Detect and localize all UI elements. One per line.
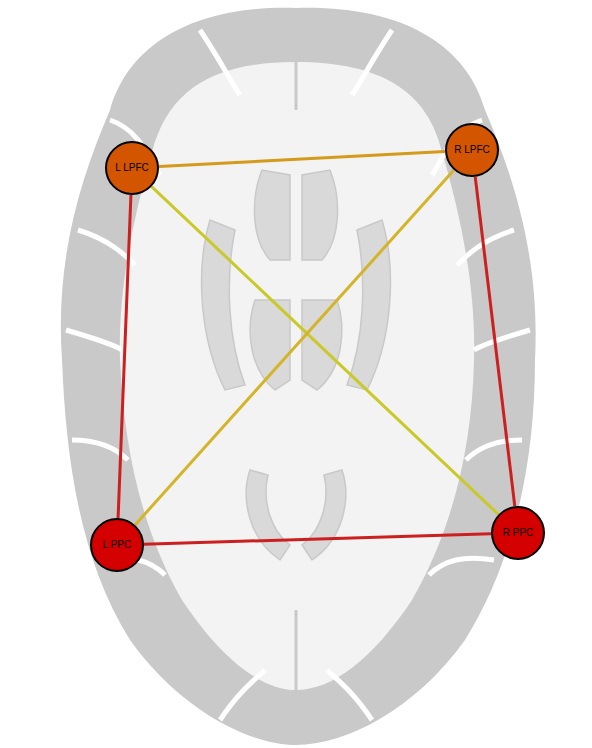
sulci <box>66 30 530 720</box>
white-matter <box>120 62 474 690</box>
region-node: R LPFC <box>445 123 499 177</box>
connectivity-edge <box>152 187 499 515</box>
connectivity-edge <box>135 170 454 525</box>
region-node: L LPFC <box>105 141 159 195</box>
connectivity-edge <box>118 195 131 518</box>
region-label: L PPC <box>103 540 132 550</box>
region-node: L PPC <box>90 518 144 572</box>
region-label: L LPFC <box>115 163 149 173</box>
region-node: R PPC <box>491 506 545 560</box>
cortex <box>61 8 536 745</box>
region-label: R LPFC <box>454 145 490 155</box>
region-label: R PPC <box>503 528 534 538</box>
connectivity-edge <box>144 534 491 544</box>
midline <box>295 8 298 745</box>
connectivity-edge <box>475 177 515 506</box>
connectivity-edge <box>159 151 445 166</box>
deep-structures <box>202 170 391 560</box>
